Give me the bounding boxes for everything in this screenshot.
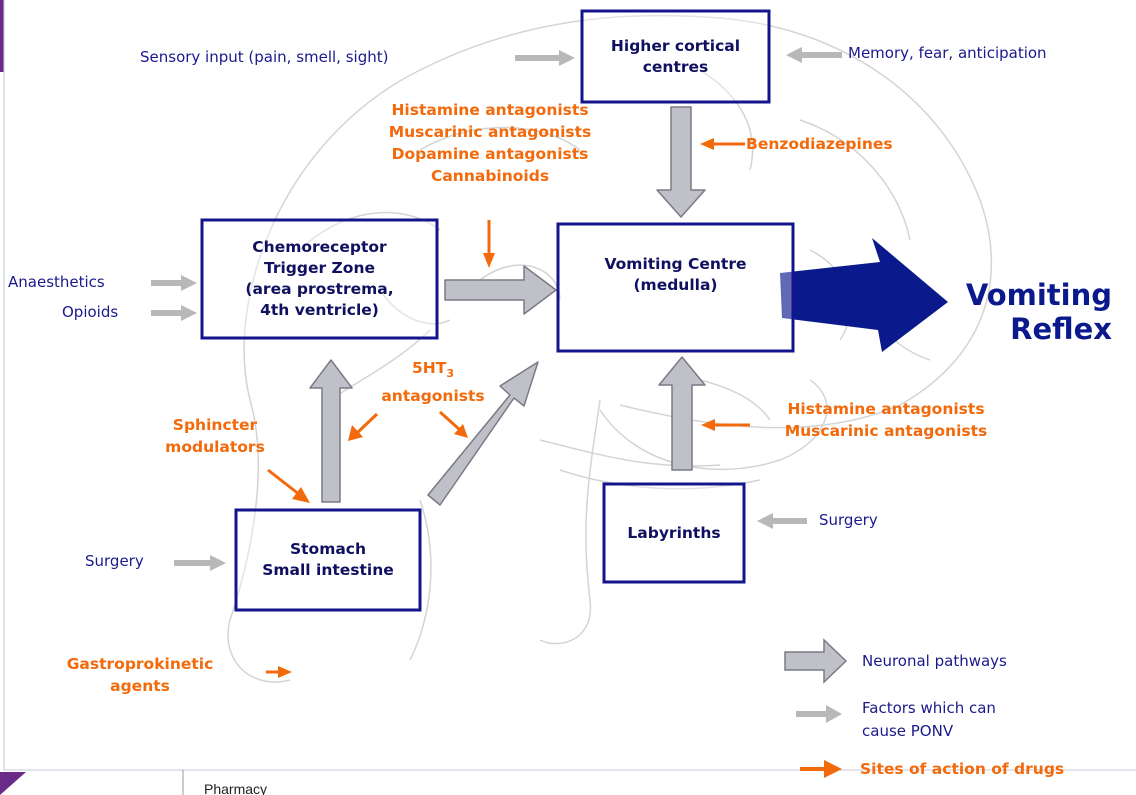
- arrow-memory: [786, 47, 842, 63]
- legend-factors-label: Factors which can cause PONV: [862, 699, 996, 740]
- arrow-surgery-labyrinth: [757, 513, 807, 529]
- legend-pathway-icon: [784, 638, 848, 684]
- arrow-anaesthetics: [151, 275, 197, 291]
- legend-drugs-label: Sites of action of drugs: [860, 760, 1065, 778]
- pathway-stomach-to-ctz: [309, 359, 353, 503]
- higher-cortical-label: Higher cortical centres: [610, 36, 741, 76]
- boxes: [200, 9, 795, 612]
- benzodiazepines-label: Benzodiazepines: [746, 135, 893, 153]
- pathway-labyrinth-to-vc: [658, 356, 706, 471]
- vomiting-reflex-label: Vomiting Reflex: [965, 278, 1112, 346]
- vc-antagonists-label: Histamine antagonists Muscarinic antagon…: [388, 101, 592, 185]
- legend-drug-icon: [800, 760, 842, 778]
- ht3-antagonists-label: 5HT3 antagonists: [358, 357, 508, 407]
- vomiting-centre-label: Vomiting Centre (medulla): [604, 255, 747, 294]
- box-stomach: [234, 508, 422, 612]
- drug-arrow-labyrinth: [701, 419, 750, 431]
- surgery-labyrinth-label: Surgery: [819, 511, 878, 529]
- opioids-label: Opioids: [62, 303, 119, 321]
- labyrinths-label: Labyrinths: [627, 523, 721, 542]
- stomach-label: Stomach Small intestine: [262, 540, 394, 579]
- ht3-subscript: 3: [446, 367, 454, 380]
- gastroprokinetic-label: Gastroprokinetic agents: [66, 655, 214, 695]
- surgery-gut-label: Surgery: [85, 552, 144, 570]
- labyrinth-antagonists-label: Histamine antagonists Muscarinic antagon…: [784, 400, 988, 440]
- vomiting-reflex-arrow: [780, 238, 948, 352]
- legend-neuronal-label: Neuronal pathways: [862, 652, 1007, 670]
- drug-arrow-ht3-left: [348, 412, 379, 441]
- ht3-prefix: 5HT: [412, 359, 447, 377]
- drug-arrow-vc: [483, 220, 495, 268]
- box-labyrinths: [602, 482, 746, 584]
- drug-arrow-gastro: [266, 666, 292, 678]
- anaesthetics-label: Anaesthetics: [8, 273, 105, 291]
- sensory-input-label: Sensory input (pain, smell, sight): [140, 48, 389, 66]
- footer-pharmacy: Pharmacy: [204, 781, 268, 795]
- pathway-arrows: [309, 106, 706, 506]
- sphincter-modulators-label: Sphincter modulators: [165, 416, 265, 456]
- purple-accent-bottom: [0, 772, 26, 795]
- legend-glyphs: [784, 638, 848, 778]
- drug-arrow-sphincter: [267, 468, 310, 503]
- legend-factor-icon: [796, 705, 842, 723]
- purple-accent-top: [0, 0, 4, 72]
- pathway-cortical-to-vc: [656, 106, 706, 218]
- arrow-surgery-gut: [174, 555, 226, 571]
- factor-arrows: [151, 47, 842, 571]
- ht3-suffix: antagonists: [381, 387, 485, 405]
- ctz-label: Chemoreceptor Trigger Zone (area prostre…: [245, 238, 394, 319]
- drug-arrows: [266, 138, 750, 678]
- pathway-stomach-to-vc: [427, 361, 539, 506]
- drug-arrow-benzo: [700, 138, 745, 150]
- box-higher-cortical: [580, 9, 771, 104]
- box-vomiting-centre: [556, 222, 795, 353]
- pathway-ctz-to-vc: [444, 265, 557, 315]
- drug-arrow-ht3-right: [438, 410, 468, 438]
- arrow-opioids: [151, 305, 197, 321]
- arrow-sensory: [515, 50, 575, 66]
- box-ctz: [200, 218, 439, 340]
- memory-label: Memory, fear, anticipation: [848, 44, 1047, 62]
